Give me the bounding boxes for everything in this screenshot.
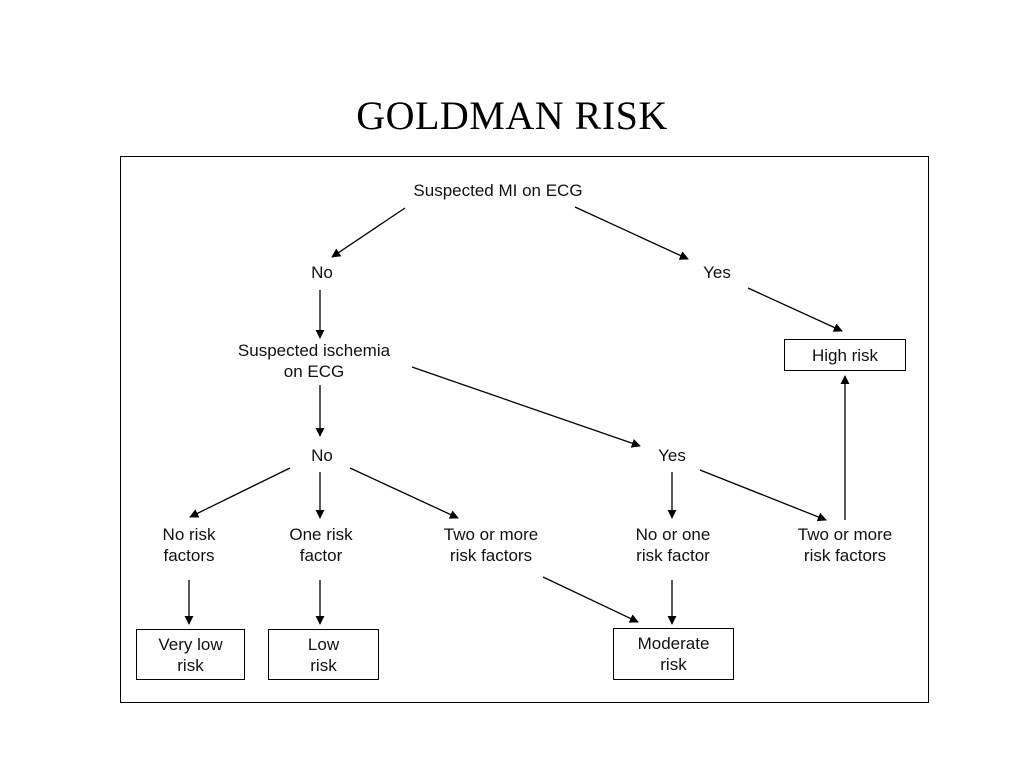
- node-suspected-mi: Suspected MI on ECG: [370, 180, 626, 201]
- page-title: GOLDMAN RISK: [356, 93, 668, 138]
- node-no-risk-factors-line2: factors: [163, 546, 215, 565]
- node-no-risk-factors-line1: No risk: [162, 525, 216, 544]
- arrow-yes-to-high-risk: [747, 287, 843, 332]
- node-ischemia-yes: Yes: [645, 445, 699, 466]
- node-low-risk-line2: risk: [310, 655, 337, 675]
- node-mi-yes-label: Yes: [703, 263, 731, 282]
- node-two-or-more-right-line2: risk factors: [803, 546, 887, 565]
- arrow-mi-to-yes: [574, 206, 689, 260]
- node-very-low-risk: Very low risk: [136, 629, 245, 680]
- node-mi-no-label: No: [311, 263, 333, 282]
- node-one-risk-factor: One risk factor: [268, 524, 374, 566]
- node-no-or-one-line1: No or one: [635, 525, 711, 544]
- node-suspected-ischemia: Suspected ischemia on ECG: [198, 340, 430, 382]
- node-no-or-one: No or one risk factor: [608, 524, 738, 566]
- node-two-or-more-left: Two or more risk factors: [416, 524, 566, 566]
- node-mi-yes: Yes: [690, 262, 744, 283]
- arrow-no-to-no-risk-factors: [189, 467, 291, 518]
- node-no-or-one-line2: risk factor: [636, 546, 710, 565]
- arrow-no-to-two-or-more-left: [349, 467, 459, 519]
- node-ischemia-yes-label: Yes: [658, 446, 686, 465]
- node-very-low-risk-line2: risk: [177, 655, 204, 675]
- node-high-risk-label: High risk: [811, 345, 879, 365]
- node-ischemia-label-line1: Suspected ischemia: [237, 341, 391, 360]
- node-ischemia-label-line2: on ECG: [283, 362, 345, 381]
- arrow-two-or-more-to-moderate: [542, 576, 639, 623]
- node-two-or-more-left-line1: Two or more: [443, 525, 539, 544]
- node-ischemia-no: No: [300, 445, 344, 466]
- node-moderate-risk-line2: risk: [660, 655, 687, 674]
- node-one-risk-factor-line2: factor: [299, 546, 343, 565]
- arrow-ischemia-to-yes: [411, 366, 641, 448]
- node-very-low-risk-line1: Very low: [158, 634, 223, 654]
- node-two-or-more-left-line2: risk factors: [449, 546, 533, 565]
- node-low-risk-line1: Low: [307, 634, 340, 654]
- arrow-yes-to-two-or-more-right: [699, 469, 827, 522]
- flowchart-frame: [120, 156, 929, 703]
- node-low-risk: Low risk: [268, 629, 379, 680]
- node-two-or-more-right: Two or more risk factors: [770, 524, 920, 566]
- node-high-risk: High risk: [784, 339, 906, 371]
- node-suspected-mi-label: Suspected MI on ECG: [413, 181, 583, 200]
- node-mi-no: No: [300, 262, 344, 283]
- node-one-risk-factor-line1: One risk: [289, 525, 353, 544]
- arrow-mi-to-no: [331, 207, 406, 258]
- node-two-or-more-right-line1: Two or more: [797, 525, 893, 544]
- node-ischemia-no-label: No: [311, 446, 333, 465]
- node-moderate-risk: Moderate risk: [613, 628, 734, 680]
- node-no-risk-factors: No risk factors: [139, 524, 239, 566]
- node-moderate-risk-line1: Moderate: [637, 634, 710, 653]
